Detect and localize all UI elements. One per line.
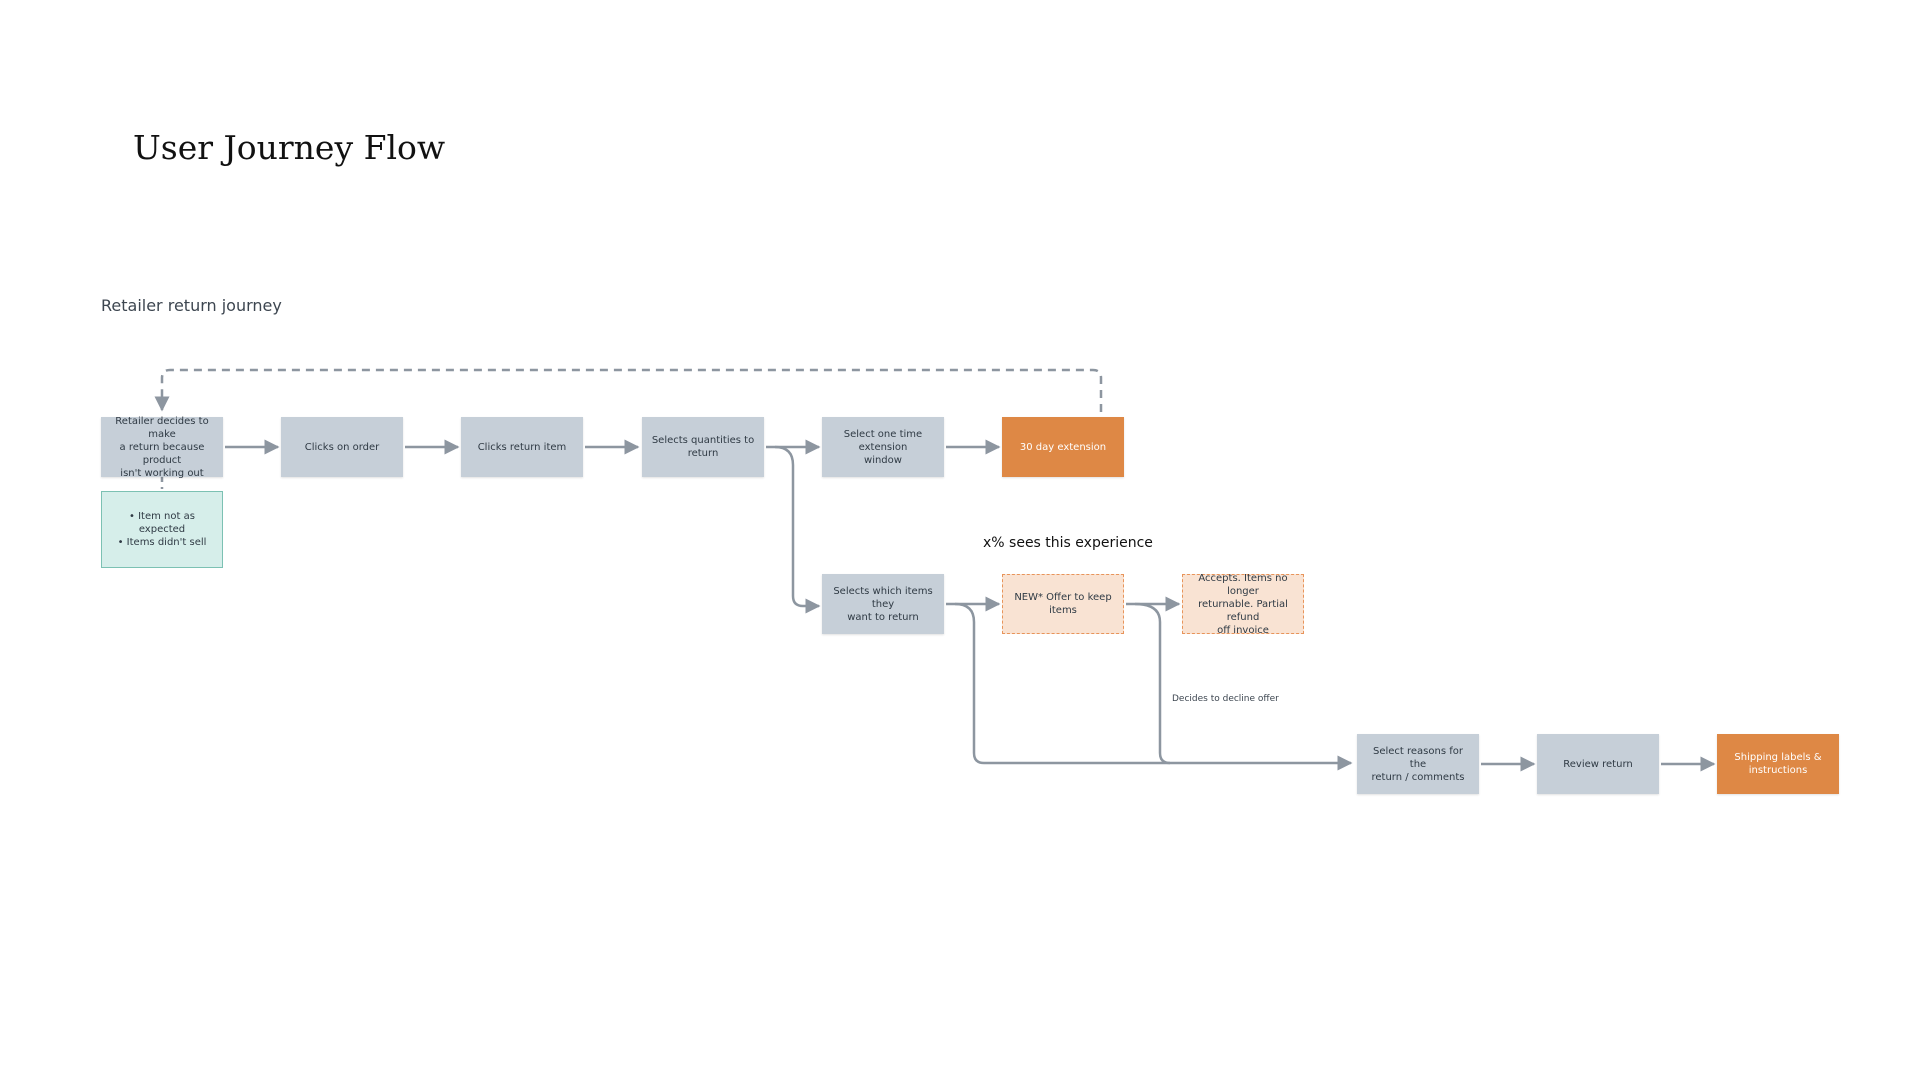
diagram-subtitle: Retailer return journey (101, 296, 282, 315)
node-shipping-labels-label: Shipping labels & instructions (1734, 752, 1822, 776)
node-clicks-order: Clicks on order (281, 417, 403, 477)
node-extension-window-label: Select one time extension window (843, 428, 923, 466)
node-reasons-note: • Item not as expected • Items didn't se… (101, 491, 223, 568)
edge-selectsitems-reasons (954, 602, 1353, 771)
edge-quantities-selectsitems (774, 445, 821, 614)
node-selects-items: Selects which items they want to return (822, 574, 944, 634)
decline-offer-label: Decides to decline offer (1172, 694, 1279, 704)
node-offer-keep-items: NEW* Offer to keep items (1002, 574, 1124, 634)
node-select-reasons: Select reasons for the return / comments (1357, 734, 1479, 794)
node-start-label: Retailer decides to make a return becaus… (115, 415, 209, 479)
node-30-day-extension: 30 day extension (1002, 417, 1124, 477)
node-shipping-labels: Shipping labels & instructions (1717, 734, 1839, 794)
node-selects-quantities: Selects quantities to return (642, 417, 764, 477)
node-review-return: Review return (1537, 734, 1659, 794)
node-clicks-return-item-label: Clicks return item (477, 441, 567, 453)
node-select-reasons-label: Select reasons for the return / comments (1371, 745, 1465, 783)
node-clicks-order-label: Clicks on order (304, 441, 380, 453)
edge-decline-offer (1134, 602, 1171, 765)
node-review-return-label: Review return (1563, 758, 1633, 770)
node-selects-items-label: Selects which items they want to return (833, 585, 933, 623)
node-start: Retailer decides to make a return becaus… (101, 415, 223, 479)
experience-label: x% sees this experience (983, 535, 1153, 551)
node-accepts-offer: Accepts. Items no longer returnable. Par… (1182, 572, 1304, 636)
node-selects-quantities-label: Selects quantities to return (651, 435, 755, 459)
node-reasons-note-label: • Item not as expected • Items didn't se… (117, 511, 207, 548)
node-clicks-return-item: Clicks return item (461, 417, 583, 477)
edge-extension-loop (154, 368, 1103, 412)
node-accepts-offer-label: Accepts. Items no longer returnable. Par… (1198, 572, 1288, 636)
node-offer-keep-items-label: NEW* Offer to keep items (1014, 592, 1112, 616)
node-extension-window: Select one time extension window (822, 417, 944, 477)
page-title: User Journey Flow (133, 128, 446, 167)
node-30-day-extension-label: 30 day extension (1019, 441, 1107, 453)
